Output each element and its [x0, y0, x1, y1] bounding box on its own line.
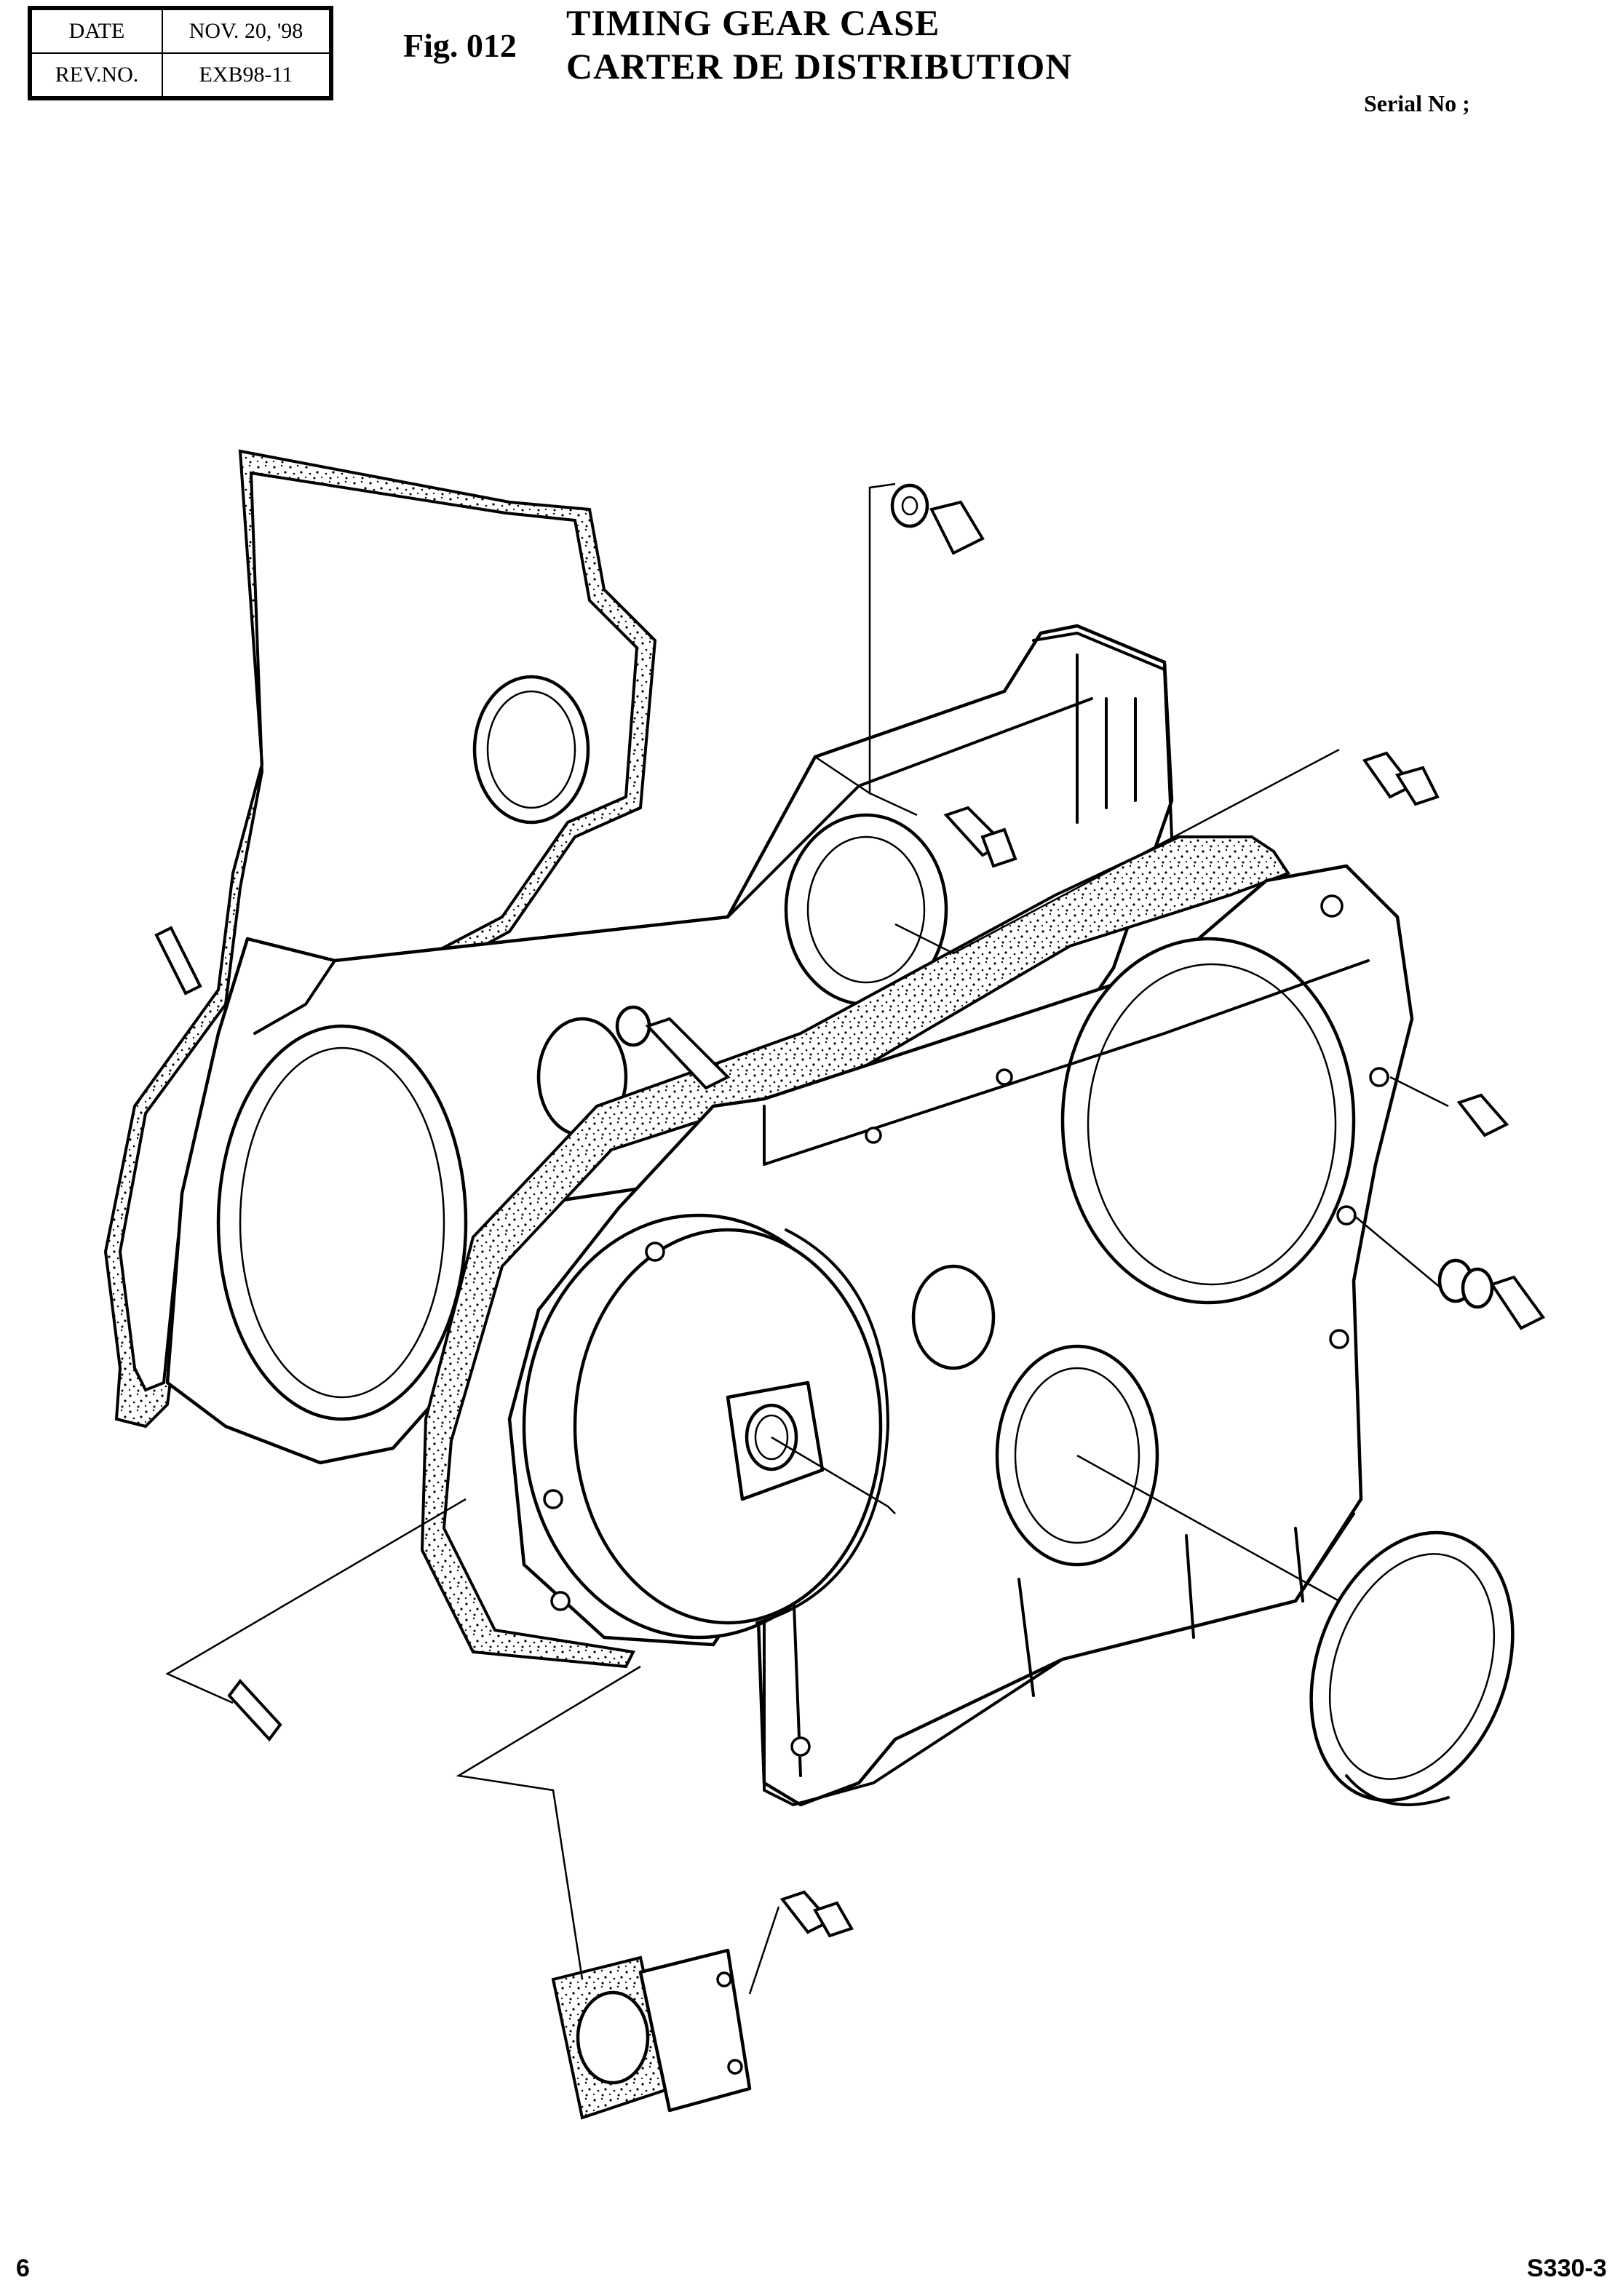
- bolt-middle-left: [615, 1005, 731, 1090]
- document-number: S330-3: [1527, 2255, 1607, 2282]
- cover-plate-and-gasket: [551, 1948, 752, 2120]
- date-label: DATE: [29, 7, 163, 54]
- bolt-top-washer: [890, 483, 985, 555]
- figure-number: Fig. 012: [403, 27, 517, 64]
- dowel-pin-upper: [154, 926, 202, 996]
- serial-number-label: Serial No ;: [1364, 90, 1470, 116]
- revision-table: DATE NOV. 20, '98 REV.NO. EXB98-11: [28, 6, 333, 100]
- bolt-upper-right: [1362, 751, 1440, 806]
- front-cover: [522, 1213, 889, 1640]
- bolt-right-washers: [1437, 1258, 1546, 1330]
- page-number: 6: [16, 2255, 30, 2282]
- rev-label: REV.NO.: [29, 52, 163, 99]
- bolt-right: [1456, 1093, 1509, 1137]
- figure-title-english: TIMING GEAR CASE: [566, 2, 940, 43]
- leader-lines: [165, 482, 1449, 1995]
- date-value: NOV. 20, '98: [162, 7, 332, 54]
- figure-title-french: CARTER DE DISTRIBUTION: [566, 46, 1073, 87]
- crankshaft-oil-seal: [1309, 1530, 1515, 1806]
- bolt-upper-center: [943, 806, 1017, 868]
- dowel-pin-lower: [227, 1678, 282, 1742]
- bolt-lower: [779, 1890, 854, 1938]
- rev-value: EXB98-11: [162, 52, 332, 99]
